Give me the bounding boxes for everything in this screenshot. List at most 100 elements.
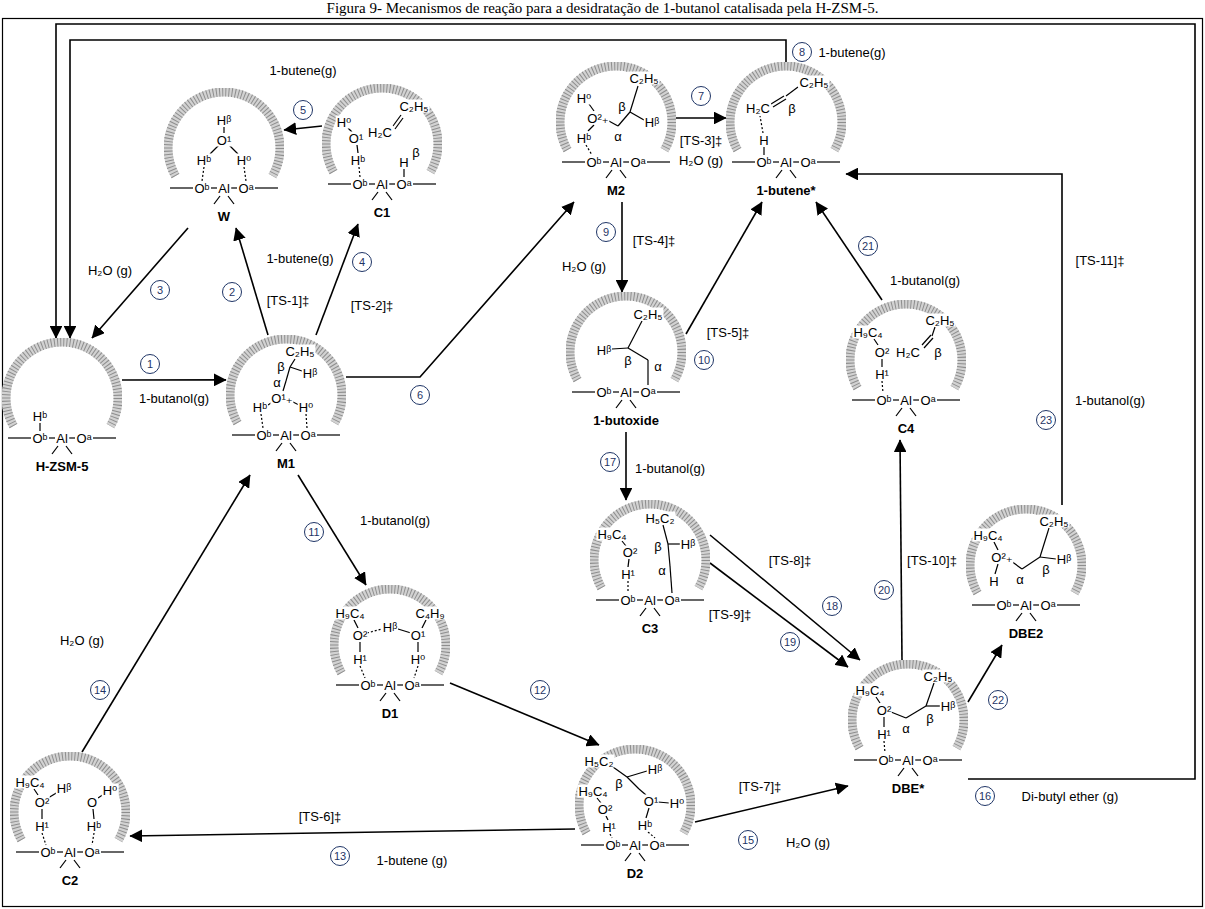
chemical-bond [57, 851, 63, 852]
atom-label: H¹ [352, 653, 368, 666]
atom-label: Oᵇ [877, 754, 894, 767]
atom-label: β [623, 354, 632, 367]
hydrogen-bond [360, 666, 365, 678]
atom-label: Oᵃ [920, 394, 937, 407]
hydrogen-bond [760, 116, 763, 133]
step-number: 1 [140, 354, 160, 374]
chemical-bond [417, 642, 418, 652]
species-label: Di-butyl ether (g) [1020, 789, 1121, 804]
atom-label: Oᵃ [300, 429, 317, 442]
chemical-bond [912, 768, 918, 776]
chemical-bond [627, 771, 647, 777]
chemical-bond [386, 192, 392, 200]
step-number: 7 [691, 86, 711, 106]
chemical-bond [663, 525, 668, 544]
chemical-bond [657, 599, 663, 600]
chemical-bond [681, 599, 704, 600]
atom-label: Oᵇ [193, 182, 210, 195]
species-label: 1-butene(g) [267, 63, 338, 78]
chemical-bond [891, 712, 906, 718]
chemical-bond [93, 809, 94, 819]
atom-label: H⁰ [236, 154, 253, 167]
step-number: 9 [596, 222, 616, 242]
chemical-bond [852, 399, 875, 400]
chemical-bond [658, 802, 669, 803]
hydrogen-bond [306, 414, 307, 428]
species-label: H₂O (g) [58, 633, 106, 648]
chemical-bond [395, 118, 403, 129]
reaction-intermediate: WHᵝO¹HᵇH⁰OᵇAlOᵃ [164, 88, 284, 228]
chemical-bond [328, 183, 351, 184]
chemical-bond [640, 608, 646, 616]
atom-label: H₂C [895, 346, 921, 359]
chemical-bond [336, 684, 359, 685]
atom-label: β [787, 102, 796, 115]
pore-wall-texture [852, 664, 964, 748]
atom-label: O¹ [216, 134, 232, 147]
atom-label: Oᵃ [630, 156, 647, 169]
chemical-bond [389, 183, 395, 184]
chemical-bond [633, 391, 639, 392]
step-number: 5 [293, 100, 313, 120]
atom-label: Hᵇ [252, 401, 268, 414]
species-label: [TS-6]‡ [297, 809, 344, 824]
hydrogen-bond [261, 414, 263, 428]
intermediate-name: 1-butoxide [592, 414, 660, 427]
species-label: 1-butanol(g) [888, 273, 962, 288]
chemical-bond [630, 86, 638, 112]
chemical-bond [773, 99, 786, 107]
atom-label: Oᵇ [595, 386, 612, 399]
intermediate-name: DBE* [891, 782, 926, 795]
hydrogen-bond [244, 167, 246, 181]
chemical-bond [637, 599, 643, 600]
chemical-bond [290, 367, 302, 371]
atom-label: H¹ [876, 728, 892, 741]
chemical-bond [588, 125, 594, 131]
chemical-bond [910, 408, 916, 416]
chemical-bond [793, 161, 799, 162]
atom-label: Hᵝ [1056, 553, 1072, 566]
chemical-bond [606, 816, 608, 820]
chemical-bond [369, 183, 375, 184]
step-number: 8 [792, 42, 812, 62]
atom-label: Al [375, 178, 389, 191]
pore-wall-texture [594, 504, 706, 588]
pore-wall-texture [730, 66, 842, 150]
atom-label: O²₊ [586, 112, 609, 125]
reaction-arrow [816, 202, 882, 300]
chemical-bond [74, 860, 80, 868]
atom-label: C₂H₅ [284, 345, 315, 358]
species-label: 1-butene (g) [375, 853, 450, 868]
atom-label: H⁰ [336, 116, 353, 129]
atom-label: Oᵃ [800, 156, 817, 169]
hydrogen-bond [884, 741, 885, 753]
chemical-bond [893, 399, 899, 400]
atom-label: Oᵇ [359, 679, 376, 692]
atom-label: β [276, 360, 285, 373]
chemical-bond [421, 684, 444, 685]
chemical-bond [922, 335, 931, 345]
chemical-bond [642, 844, 648, 845]
atom-label: Hᵝ [647, 763, 663, 776]
chemical-bond [1022, 557, 1040, 569]
atom-label: O² [597, 803, 613, 816]
step-number: 21 [858, 236, 878, 256]
atom-label: O² [622, 546, 638, 559]
atom-label: Al [628, 839, 642, 852]
atom-label: Oᵇ [39, 846, 56, 859]
intermediate-name: C2 [61, 874, 80, 887]
step-number: 13 [330, 846, 350, 866]
atom-label: H¹ [34, 820, 50, 833]
pore-wall-texture [230, 339, 342, 423]
species-label: 1-butanol(g) [1073, 393, 1147, 408]
chemical-bond [627, 777, 639, 789]
atom-label: Hᵇ [350, 154, 366, 167]
reaction-arrow [450, 683, 599, 745]
chemical-bond [394, 693, 400, 701]
pore-wall [14, 756, 126, 840]
atom-label: C₂H₅ [924, 314, 955, 327]
chemical-bond [562, 161, 585, 162]
chemical-bond [647, 161, 670, 162]
step-number: 10 [694, 350, 714, 370]
